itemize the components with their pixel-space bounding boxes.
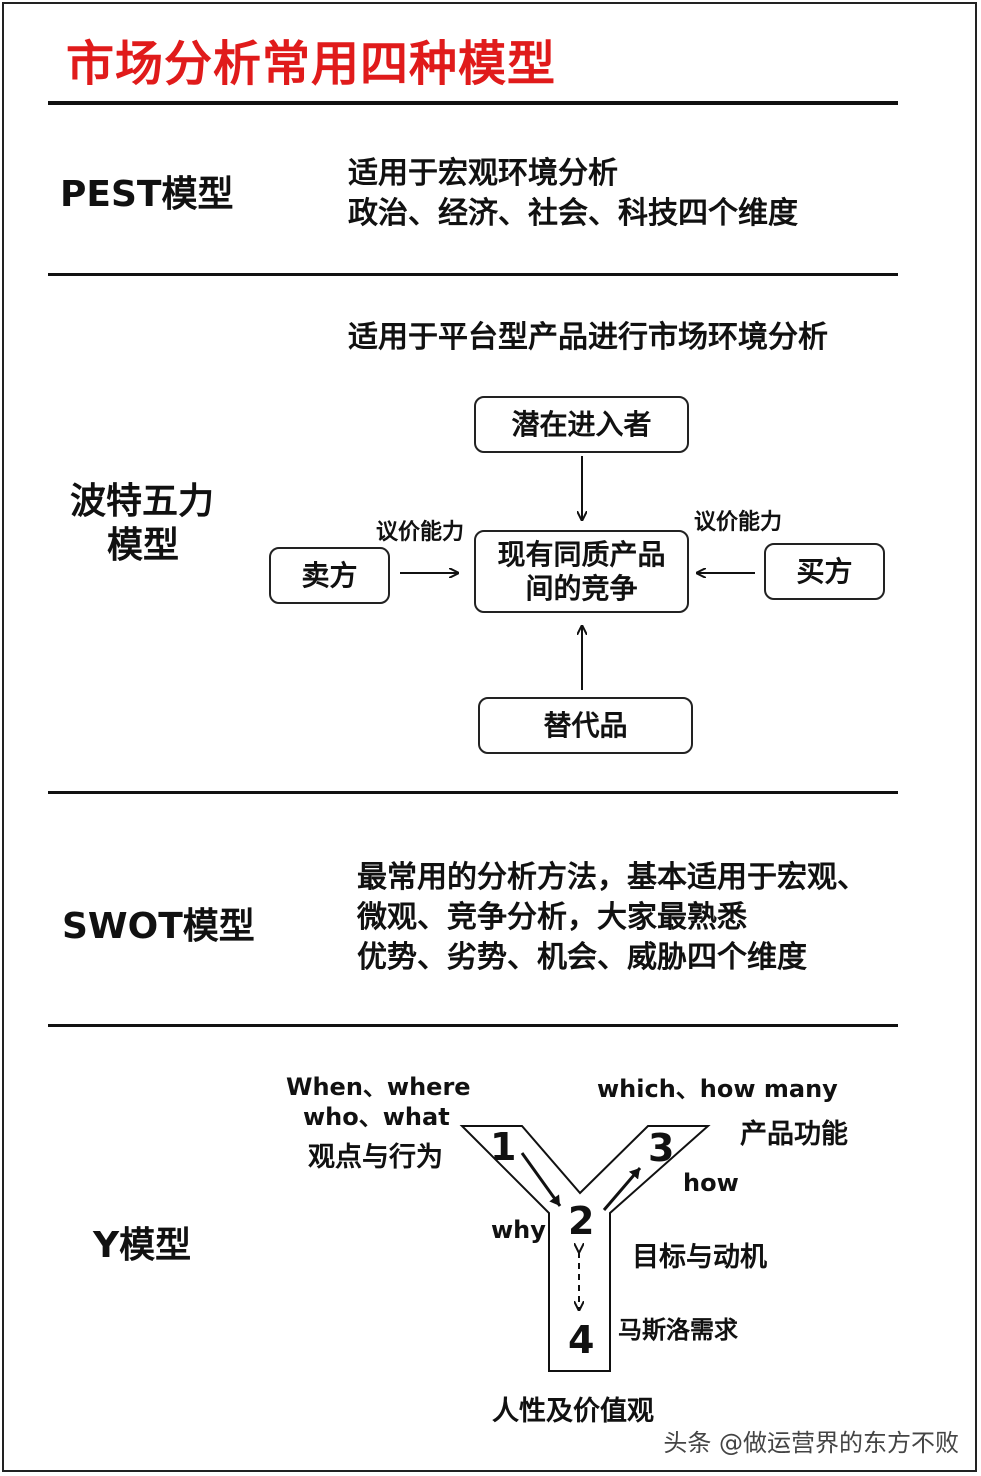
potential-entrants-label: 潜在进入者: [511, 407, 652, 441]
seller-label: 卖方: [301, 558, 358, 592]
y-number-4: 4: [568, 1318, 595, 1362]
pest-desc-line-1: 适用于宏观环境分析: [348, 156, 618, 191]
bargaining-power-right: 议价能力: [694, 510, 783, 535]
buyer-box: 买方: [764, 543, 885, 600]
maslow-label: 马斯洛需求: [618, 1316, 738, 1344]
divider-swot: [48, 1024, 898, 1027]
buyer-label: 买方: [796, 554, 853, 588]
y-model-label: Y模型: [93, 1225, 192, 1266]
y-number-2: 2: [568, 1199, 595, 1243]
how-label: how: [683, 1169, 739, 1197]
arrow-1-to-2: [520, 1152, 562, 1207]
substitutes-box: 替代品: [478, 697, 693, 754]
porter-label-line-2: 模型: [107, 525, 180, 566]
seller-box: 卖方: [269, 547, 390, 604]
y-shape: [459, 1125, 711, 1372]
pest-desc-line-2: 政治、经济、社会、科技四个维度: [348, 196, 798, 231]
watermark: 头条 @做运营界的东方不败: [663, 1429, 959, 1457]
goal-motive-label: 目标与动机: [632, 1242, 767, 1273]
divider-pest: [48, 273, 898, 276]
competition-box: 现有同质产品 间的竞争: [474, 530, 689, 613]
substitutes-label: 替代品: [543, 708, 628, 742]
which-howmany-label: which、how many: [597, 1075, 838, 1103]
swot-desc-line-1: 最常用的分析方法，基本适用于宏观、: [357, 860, 867, 895]
bargaining-power-left: 议价能力: [376, 520, 465, 545]
potential-entrants-box: 潜在进入者: [474, 396, 689, 453]
when-where-label: When、where: [286, 1073, 471, 1101]
pest-label: PEST模型: [60, 174, 234, 215]
arrow-2-to-3: [602, 1167, 642, 1211]
y-number-3: 3: [648, 1126, 675, 1170]
porter-desc: 适用于平台型产品进行市场环境分析: [348, 320, 828, 355]
views-behavior-label: 观点与行为: [308, 1142, 443, 1173]
swot-desc-line-3: 优势、劣势、机会、威胁四个维度: [357, 940, 807, 975]
competition-label-line-1: 现有同质产品: [497, 537, 666, 571]
title-rule: [48, 101, 898, 105]
product-function-label: 产品功能: [740, 1119, 848, 1150]
swot-label: SWOT模型: [62, 906, 255, 947]
swot-desc-line-2: 微观、竞争分析，大家最熟悉: [357, 900, 747, 935]
y-number-1: 1: [490, 1125, 517, 1169]
competition-label-line-2: 间的竞争: [525, 571, 638, 605]
porter-label-line-1: 波特五力: [70, 481, 215, 522]
page-title: 市场分析常用四种模型: [66, 36, 557, 92]
divider-porter: [48, 791, 898, 794]
human-values-label: 人性及价值观: [492, 1396, 654, 1427]
why-label: why: [491, 1216, 546, 1244]
who-what-label: who、what: [303, 1103, 450, 1131]
